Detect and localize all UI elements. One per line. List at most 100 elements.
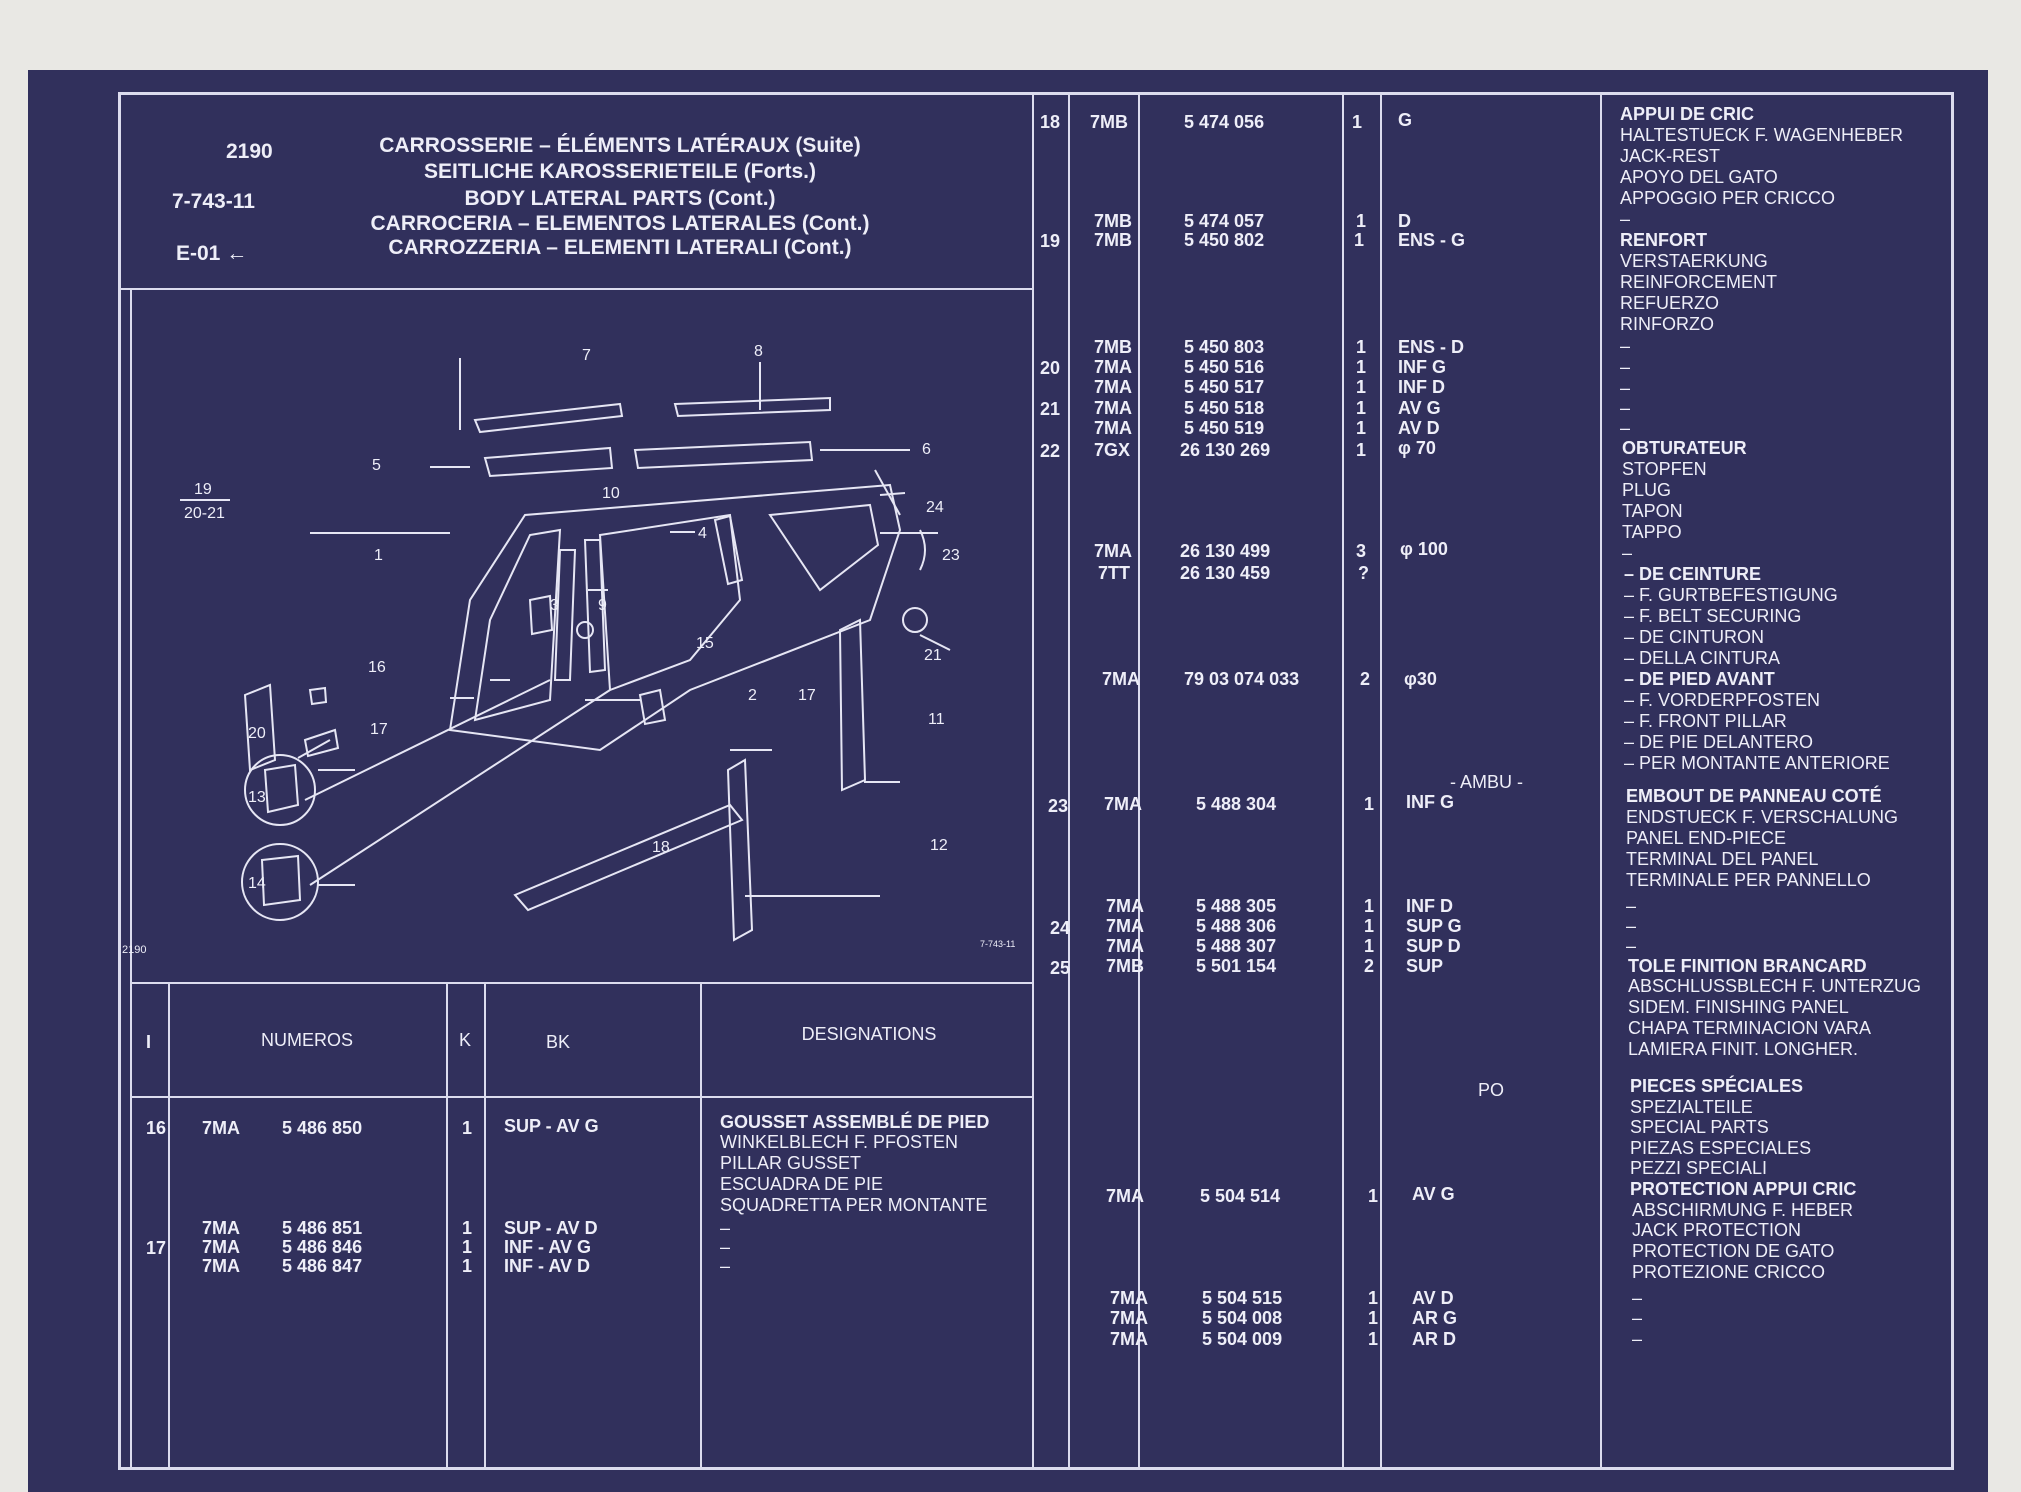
- right-num: 5 504 008: [1202, 1308, 1283, 1328]
- callout-11: 11: [928, 711, 945, 728]
- designation: JACK-REST: [1620, 146, 1721, 166]
- designation: PROTECTION APPUI CRIC: [1630, 1179, 1857, 1199]
- designation: –: [1622, 543, 1633, 563]
- right-bk: ENS - D: [1398, 337, 1465, 357]
- left-type: 7MA: [202, 1118, 241, 1138]
- gusset-14: [260, 854, 302, 907]
- left-type: 7MA: [202, 1218, 241, 1238]
- divider-type-right: [1138, 92, 1140, 1470]
- title-fr: CARROSSERIE – ÉLÉMENTS LATÉRAUX (Suite): [379, 134, 861, 157]
- right-num: 5 474 056: [1184, 112, 1265, 132]
- left-num: 5 486 847: [282, 1256, 363, 1276]
- diagram-bottom-rule: [130, 982, 1034, 984]
- right-num: 26 130 269: [1180, 440, 1271, 460]
- designation: PIECES SPÉCIALES: [1630, 1076, 1804, 1096]
- callout-7: 7: [582, 347, 591, 364]
- designation: PEZZI SPECIALI: [1630, 1158, 1768, 1178]
- body-side-1: [448, 483, 902, 752]
- right-k: 1: [1356, 357, 1367, 377]
- divider-k-left: [484, 982, 486, 1470]
- right-num: 5 450 802: [1184, 230, 1265, 250]
- left-bk: INF - AV G: [504, 1237, 591, 1257]
- designation-title: GOUSSET ASSEMBLÉ DE PIED: [720, 1112, 990, 1132]
- divider-index-right: [1068, 92, 1070, 1470]
- designation: TOLE FINITION BRANCARD: [1628, 956, 1867, 976]
- right-type: 7MA: [1094, 541, 1133, 561]
- gusset-13: [263, 763, 300, 814]
- right-k: 1: [1356, 440, 1367, 460]
- page-edition: E-01 ←: [176, 242, 248, 265]
- designation: –: [1620, 378, 1631, 398]
- right-bk: φ 70: [1398, 438, 1436, 458]
- callout-1: 1: [374, 547, 383, 564]
- right-bk: AV D: [1398, 418, 1440, 438]
- right-index: 24: [1050, 918, 1071, 938]
- right-k: 1: [1364, 916, 1375, 936]
- callout-21: 20: [248, 725, 266, 742]
- right-k: 1: [1364, 936, 1375, 956]
- designation: – DE CINTURON: [1624, 627, 1765, 647]
- designation: –: [1620, 418, 1631, 438]
- right-type: 7MA: [1094, 357, 1133, 377]
- left-num: 5 486 846: [282, 1237, 363, 1257]
- designation: –: [1620, 398, 1631, 418]
- right-k: 1: [1356, 337, 1367, 357]
- designation: PROTEZIONE CRICCO: [1632, 1262, 1826, 1282]
- right-k: 1: [1356, 377, 1367, 397]
- designation: ABSCHIRMUNG F. HEBER: [1632, 1200, 1854, 1220]
- right-index: 21: [1040, 399, 1061, 419]
- right-bk: G: [1398, 110, 1413, 130]
- right-index: 20: [1040, 358, 1061, 378]
- title-it: CARROZZERIA – ELEMENTI LATERALI (Cont.): [388, 236, 852, 259]
- gusset-18: [638, 688, 667, 726]
- diagram-code-right: 7-743-11: [980, 939, 1016, 949]
- designation: JACK PROTECTION: [1632, 1220, 1802, 1240]
- right-bk: SUP G: [1406, 916, 1462, 936]
- designation: APPOGGIO PER CRICCO: [1620, 188, 1836, 208]
- divider-num-left: [446, 982, 448, 1470]
- stopper-15-hole: [576, 621, 594, 639]
- right-index: 18: [1040, 112, 1061, 132]
- right-k: 1: [1368, 1186, 1379, 1206]
- right-k: 1: [1354, 230, 1365, 250]
- right-type: 7MB: [1090, 112, 1129, 132]
- col-k-header: K: [458, 1030, 471, 1050]
- callout-2: 2: [748, 687, 757, 704]
- designation: –: [1620, 357, 1631, 377]
- right-k: ?: [1358, 563, 1369, 583]
- designation: LAMIERA FINIT. LONGHER.: [1628, 1039, 1859, 1059]
- title-es: CARROCERIA – ELEMENTOS LATERALES (Cont.): [370, 212, 870, 235]
- divider-num-right: [1342, 92, 1344, 1470]
- callout-15: 15: [696, 635, 714, 652]
- fraction-top: 19: [194, 481, 212, 498]
- reinforcement-17: [303, 728, 340, 758]
- designation: –: [1620, 336, 1631, 356]
- right-index: 19: [1040, 231, 1061, 251]
- panel-24: [874, 469, 901, 516]
- right-type: 7MA: [1106, 936, 1145, 956]
- designation: – F. FRONT PILLAR: [1624, 711, 1787, 731]
- right-num: 5 504 009: [1202, 1329, 1283, 1349]
- designation: ENDSTUECK F. VERSCHALUNG: [1626, 807, 1899, 827]
- title-en: BODY LATERAL PARTS (Cont.): [464, 187, 776, 210]
- callout-10: 10: [602, 485, 620, 502]
- divider-k-right: [1380, 92, 1382, 1470]
- right-k: 1: [1364, 896, 1375, 916]
- right-num: 5 504 515: [1202, 1288, 1283, 1308]
- right-bk: AV D: [1412, 1288, 1454, 1308]
- right-bk: AV G: [1398, 398, 1441, 418]
- end-piece-23: [919, 529, 926, 571]
- designation: REFUERZO: [1620, 293, 1719, 313]
- designation: – F. VORDERPFOSTEN: [1624, 690, 1821, 710]
- left-type: 7MA: [202, 1256, 241, 1276]
- callout-22: 21: [924, 647, 942, 664]
- left-index: 16: [146, 1118, 167, 1138]
- right-type: 7MA: [1094, 377, 1133, 397]
- designation: – DE PIED AVANT: [1624, 669, 1775, 689]
- right-type: 7MB: [1094, 230, 1133, 250]
- right-k: 2: [1360, 669, 1371, 689]
- designation: –: [1626, 916, 1637, 936]
- callout-23: 23: [942, 547, 960, 564]
- designation: PANEL END-PIECE: [1626, 828, 1787, 848]
- designation-line: ESCUADRA DE PIE: [720, 1174, 884, 1194]
